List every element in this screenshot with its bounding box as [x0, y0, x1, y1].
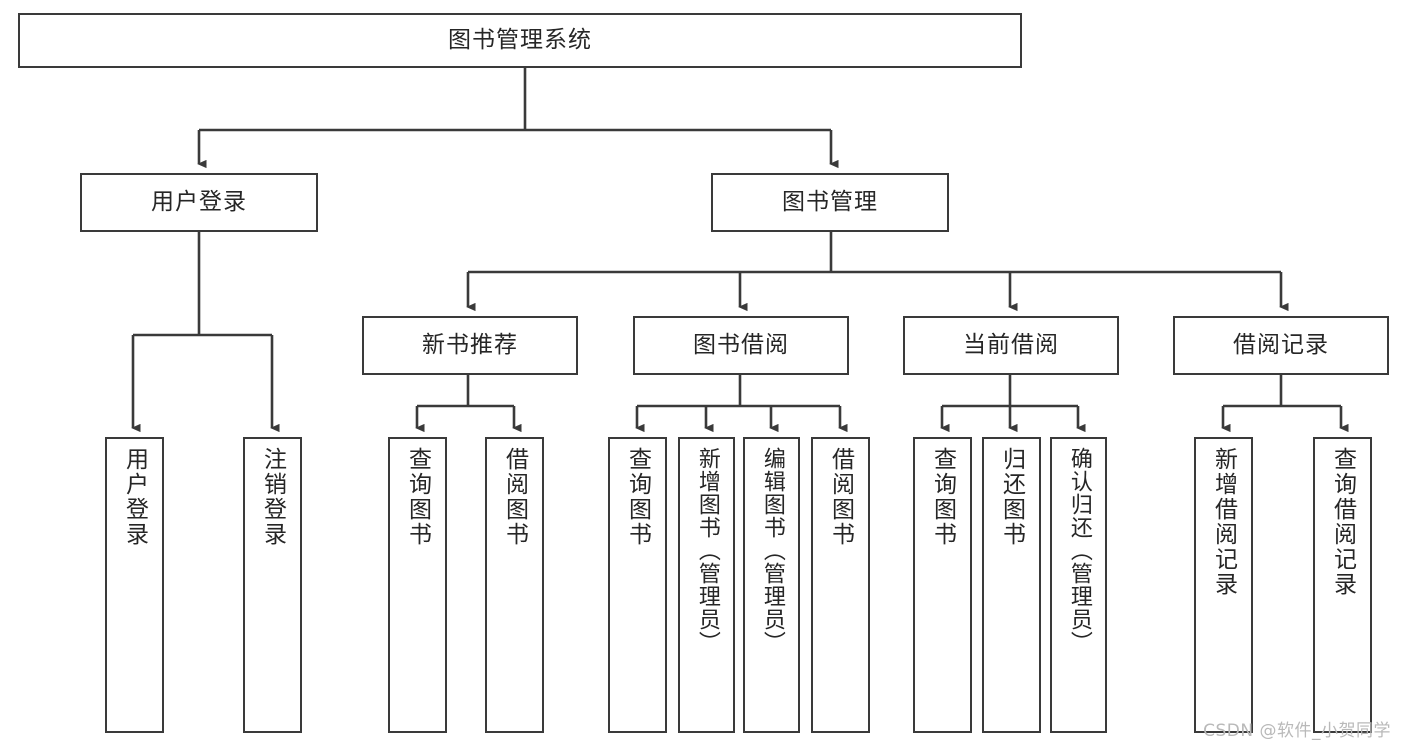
- leaf-new-book-borrow-label: 借阅图书: [501, 447, 528, 547]
- leaf-book-borrow-edit[interactable]: 编辑图书（管理员）: [743, 437, 800, 733]
- leaf-borrow-record-query-label: 查询借阅记录: [1329, 447, 1356, 597]
- leaf-book-borrow-query-label: 查询图书: [624, 447, 651, 547]
- edge-book-borrow-to-leaves: [635, 375, 848, 433]
- node-root-label: 图书管理系统: [448, 26, 592, 53]
- leaf-book-borrow-edit-label: 编辑图书（管理员）: [759, 447, 785, 654]
- node-book-borrow-label: 图书借阅: [693, 331, 789, 358]
- node-current-borrow-label: 当前借阅: [963, 331, 1059, 358]
- node-book-management[interactable]: 图书管理: [711, 173, 949, 232]
- node-new-book-recommend-label: 新书推荐: [422, 331, 518, 358]
- leaf-current-borrow-confirm-return[interactable]: 确认归还（管理员）: [1050, 437, 1107, 733]
- leaf-user-login-logout-label: 注销登录: [259, 447, 286, 547]
- node-book-borrow[interactable]: 图书借阅: [633, 316, 849, 375]
- leaf-user-login-login[interactable]: 用户登录: [105, 437, 164, 733]
- node-root-book-management-system[interactable]: 图书管理系统: [18, 13, 1022, 68]
- edge-new-book-to-leaves: [415, 375, 522, 433]
- node-new-book-recommend[interactable]: 新书推荐: [362, 316, 578, 375]
- node-current-borrow[interactable]: 当前借阅: [903, 316, 1119, 375]
- leaf-new-book-borrow[interactable]: 借阅图书: [485, 437, 544, 733]
- edge-current-borrow-to-leaves: [940, 375, 1086, 433]
- node-book-management-label: 图书管理: [782, 188, 878, 215]
- edge-root-to-level2: [197, 68, 839, 169]
- leaf-current-borrow-query-label: 查询图书: [929, 447, 956, 547]
- node-user-login-label: 用户登录: [151, 188, 247, 215]
- edge-user-login-to-leaves: [131, 232, 280, 433]
- edge-book-mgmt-to-level3: [466, 232, 1289, 312]
- leaf-borrow-record-add-label: 新增借阅记录: [1210, 447, 1237, 597]
- leaf-book-borrow-borrow[interactable]: 借阅图书: [811, 437, 870, 733]
- leaf-book-borrow-add-label: 新增图书（管理员）: [694, 447, 720, 654]
- leaf-book-borrow-borrow-label: 借阅图书: [827, 447, 854, 547]
- leaf-user-login-logout[interactable]: 注销登录: [243, 437, 302, 733]
- leaf-current-borrow-confirm-return-label: 确认归还（管理员）: [1066, 447, 1092, 654]
- leaf-book-borrow-query[interactable]: 查询图书: [608, 437, 667, 733]
- edge-borrow-record-to-leaves: [1221, 375, 1349, 433]
- leaf-new-book-query-label: 查询图书: [404, 447, 431, 547]
- leaf-current-borrow-query[interactable]: 查询图书: [913, 437, 972, 733]
- leaf-book-borrow-add[interactable]: 新增图书（管理员）: [678, 437, 735, 733]
- leaf-new-book-query[interactable]: 查询图书: [388, 437, 447, 733]
- leaf-user-login-login-label: 用户登录: [121, 447, 148, 547]
- leaf-current-borrow-return-label: 归还图书: [998, 447, 1025, 547]
- leaf-borrow-record-query[interactable]: 查询借阅记录: [1313, 437, 1372, 733]
- csdn-watermark: CSDN @软件_小贺同学: [1203, 721, 1391, 741]
- node-user-login[interactable]: 用户登录: [80, 173, 318, 232]
- node-borrow-record-label: 借阅记录: [1233, 331, 1329, 358]
- leaf-borrow-record-add[interactable]: 新增借阅记录: [1194, 437, 1253, 733]
- leaf-current-borrow-return[interactable]: 归还图书: [982, 437, 1041, 733]
- node-borrow-record[interactable]: 借阅记录: [1173, 316, 1389, 375]
